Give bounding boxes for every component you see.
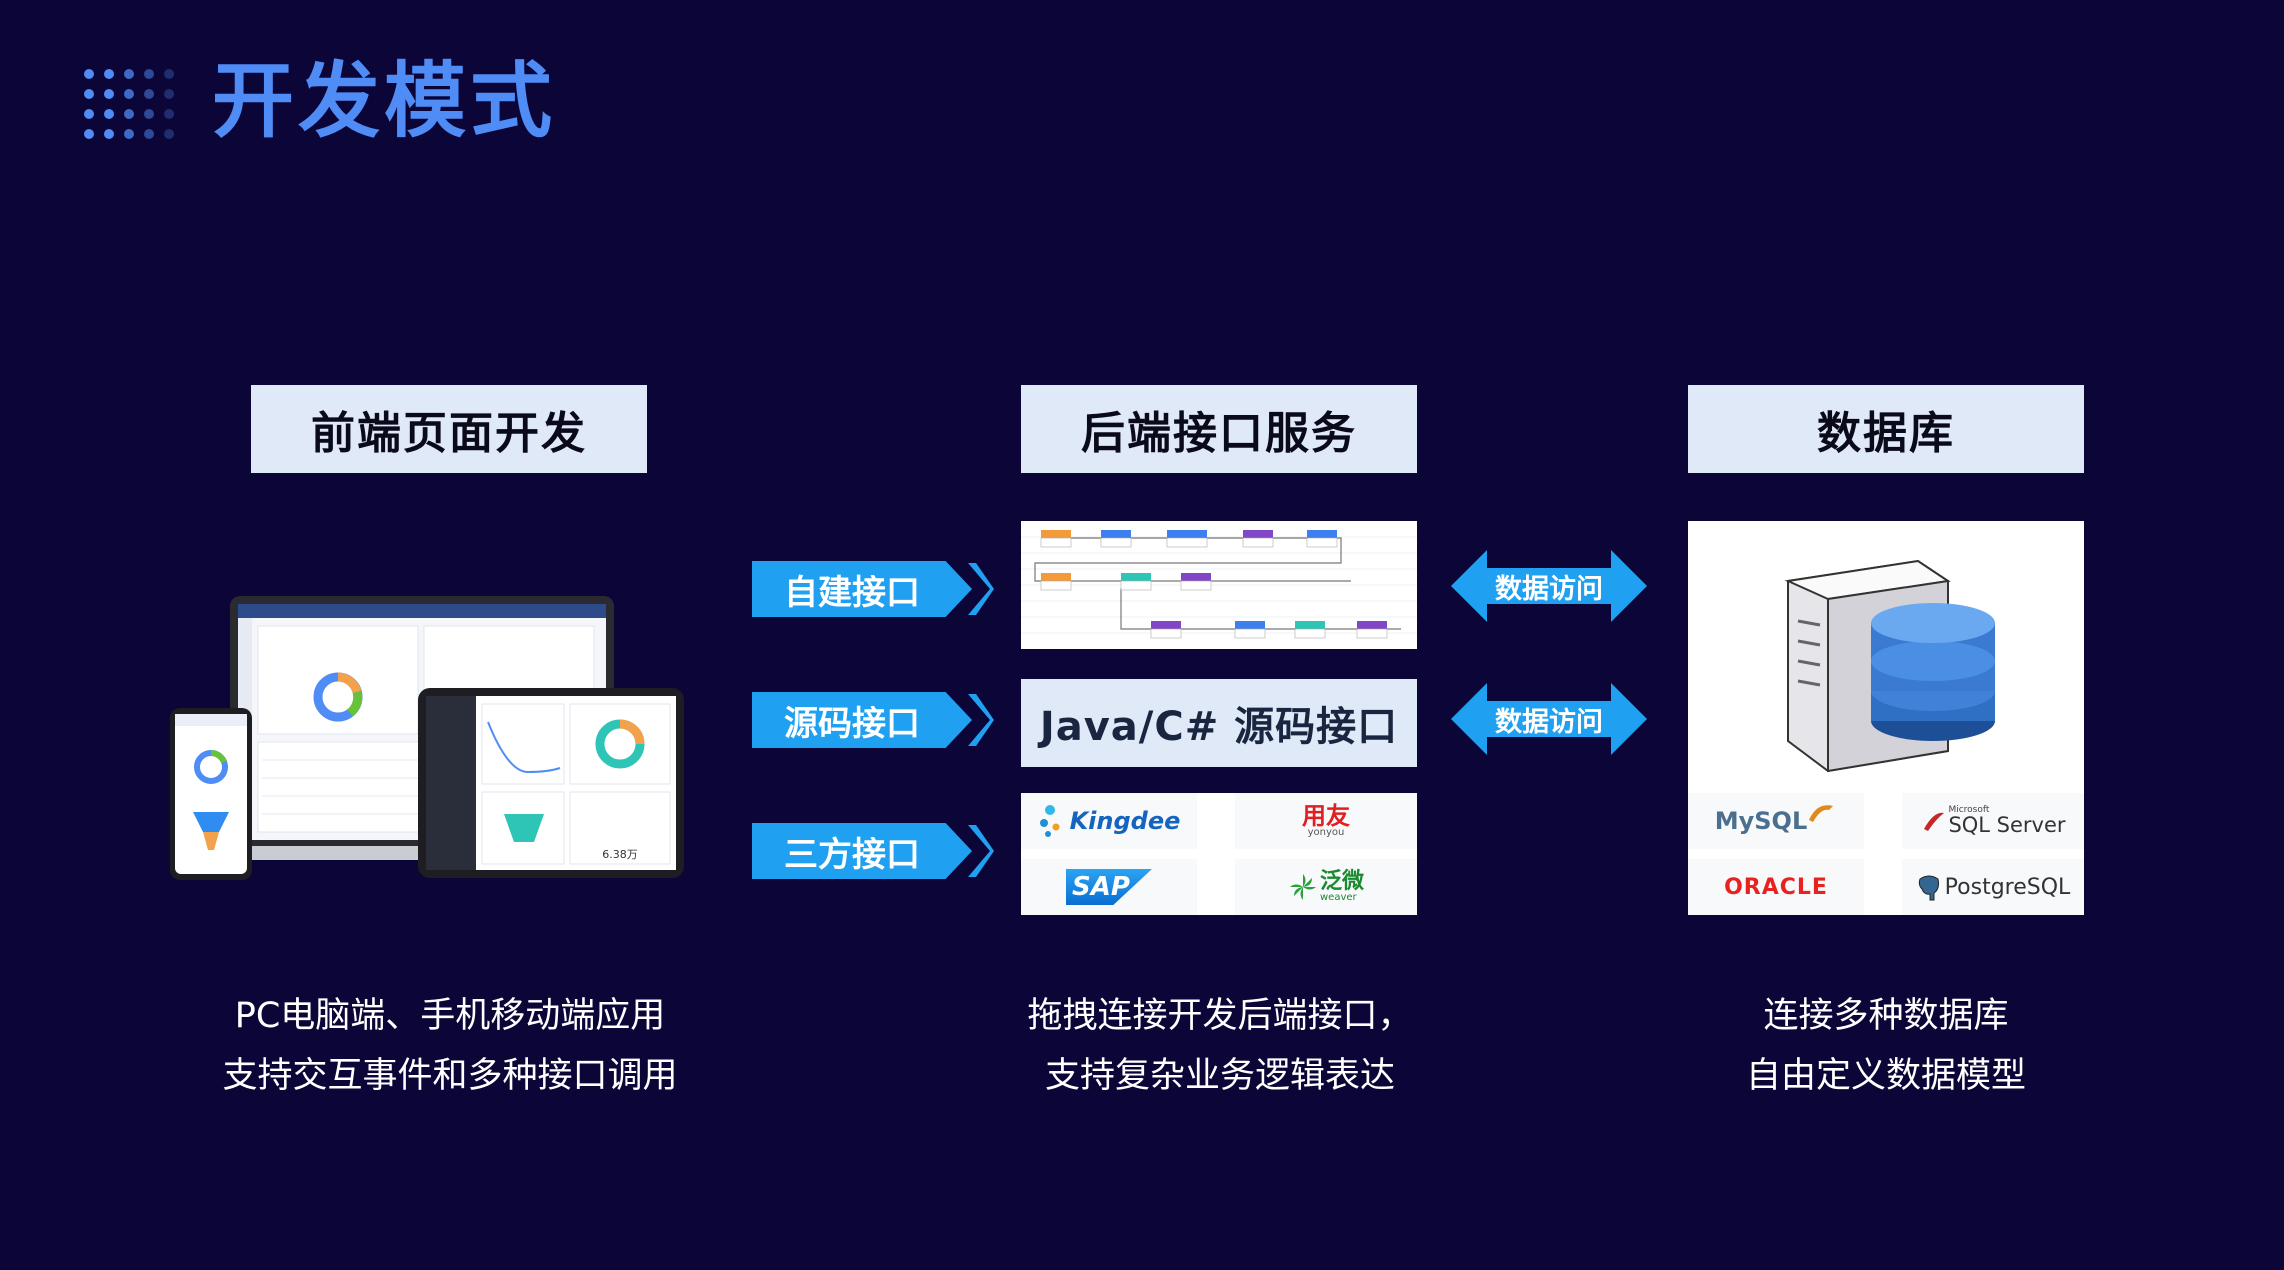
postgresql-logo: PostgreSQL: [1902, 859, 2084, 915]
oracle-text: ORACLE: [1724, 874, 1828, 900]
mysql-text: MySQL: [1714, 807, 1808, 835]
kingdee-logo: Kingdee: [1021, 793, 1197, 849]
tag-source-code-interface: 源码接口: [752, 692, 994, 748]
sqlserver-text: SQL Server: [1948, 813, 2066, 837]
device-mockups-image: 6.38万: [170, 596, 684, 880]
tag-label: 三方接口: [752, 823, 972, 879]
data-access-arrow-1: 数据访问: [1451, 550, 1647, 622]
caption-line: 连接多种数据库: [1763, 996, 2009, 1036]
column-header-backend: 后端接口服务: [1021, 385, 1417, 473]
tag-label: 源码接口: [752, 692, 972, 748]
sap-text: SAP: [1072, 872, 1130, 902]
chevron-right-icon: [968, 694, 994, 746]
data-access-label: 数据访问: [1495, 573, 1603, 605]
sqlserver-logo: Microsoft SQL Server: [1902, 793, 2084, 849]
weaver-en-text: weaver: [1319, 892, 1357, 903]
yonyou-logo: 用友 yonyou: [1235, 793, 1417, 849]
caption-line: PC电脑端、手机移动端应用: [234, 996, 666, 1036]
flow-diagram-image: [1021, 521, 1417, 649]
double-arrow-icon: [1451, 550, 1647, 622]
data-access-label: 数据访问: [1495, 706, 1603, 738]
sqlserver-microsoft-text: Microsoft: [1948, 805, 1990, 815]
caption-line: 拖拽连接开发后端接口，: [1027, 996, 1413, 1036]
mysql-logo: MySQL: [1688, 793, 1864, 849]
backend-caption: 拖拽连接开发后端接口， 支持复杂业务逻辑表达: [920, 986, 1520, 1106]
double-arrow-icon: [1451, 683, 1647, 755]
weaver-cn-text: 泛微: [1319, 869, 1364, 894]
database-panel: MySQL Microsoft SQL Server ORACLE Postgr…: [1688, 521, 2084, 915]
chevron-right-icon: [968, 563, 994, 615]
kingdee-dots-icon: [1039, 805, 1060, 837]
tablet-stat-text: 6.38万: [602, 848, 638, 861]
database-server-icon: [1784, 559, 1995, 773]
elephant-icon: [1918, 875, 1939, 901]
column-header-frontend: 前端页面开发: [251, 385, 647, 473]
caption-line: 支持交互事件和多种接口调用: [222, 1056, 678, 1096]
postgresql-text: PostgreSQL: [1944, 874, 2071, 900]
caption-line: 自由定义数据模型: [1745, 1056, 2026, 1096]
weaver-leaf-icon: [1289, 874, 1316, 900]
sqlserver-icon: [1924, 812, 1945, 831]
column-header-database: 数据库: [1688, 385, 2084, 473]
caption-line: 支持复杂业务逻辑表达: [1044, 1056, 1395, 1096]
phone-icon: [170, 708, 252, 880]
weaver-logo: 泛微 weaver: [1235, 859, 1417, 915]
kingdee-text: Kingdee: [1069, 807, 1181, 835]
yonyou-cn-text: 用友: [1302, 802, 1350, 830]
frontend-caption: PC电脑端、手机移动端应用 支持交互事件和多种接口调用: [150, 986, 750, 1106]
data-access-arrow-2: 数据访问: [1451, 683, 1647, 755]
oracle-logo: ORACLE: [1688, 859, 1864, 915]
sap-logo: SAP: [1021, 859, 1197, 915]
third-party-logos-panel: Kingdee 用友 yonyou SAP 泛微 weaver: [1021, 793, 1417, 915]
database-caption: 连接多种数据库 自由定义数据模型: [1586, 986, 2186, 1106]
tag-label: 自建接口: [752, 561, 972, 617]
source-code-interface-box: Java/C# 源码接口: [1021, 679, 1417, 767]
page-title: 开发模式: [212, 54, 557, 149]
dolphin-icon: [1809, 805, 1834, 822]
tablet-icon: 6.38万: [418, 688, 684, 878]
tag-third-party-interface: 三方接口: [752, 823, 994, 879]
dot-grid-icon: [84, 69, 174, 139]
tag-self-built-interface: 自建接口: [752, 561, 994, 617]
chevron-right-icon: [968, 825, 994, 877]
yonyou-en-text: yonyou: [1307, 827, 1345, 838]
